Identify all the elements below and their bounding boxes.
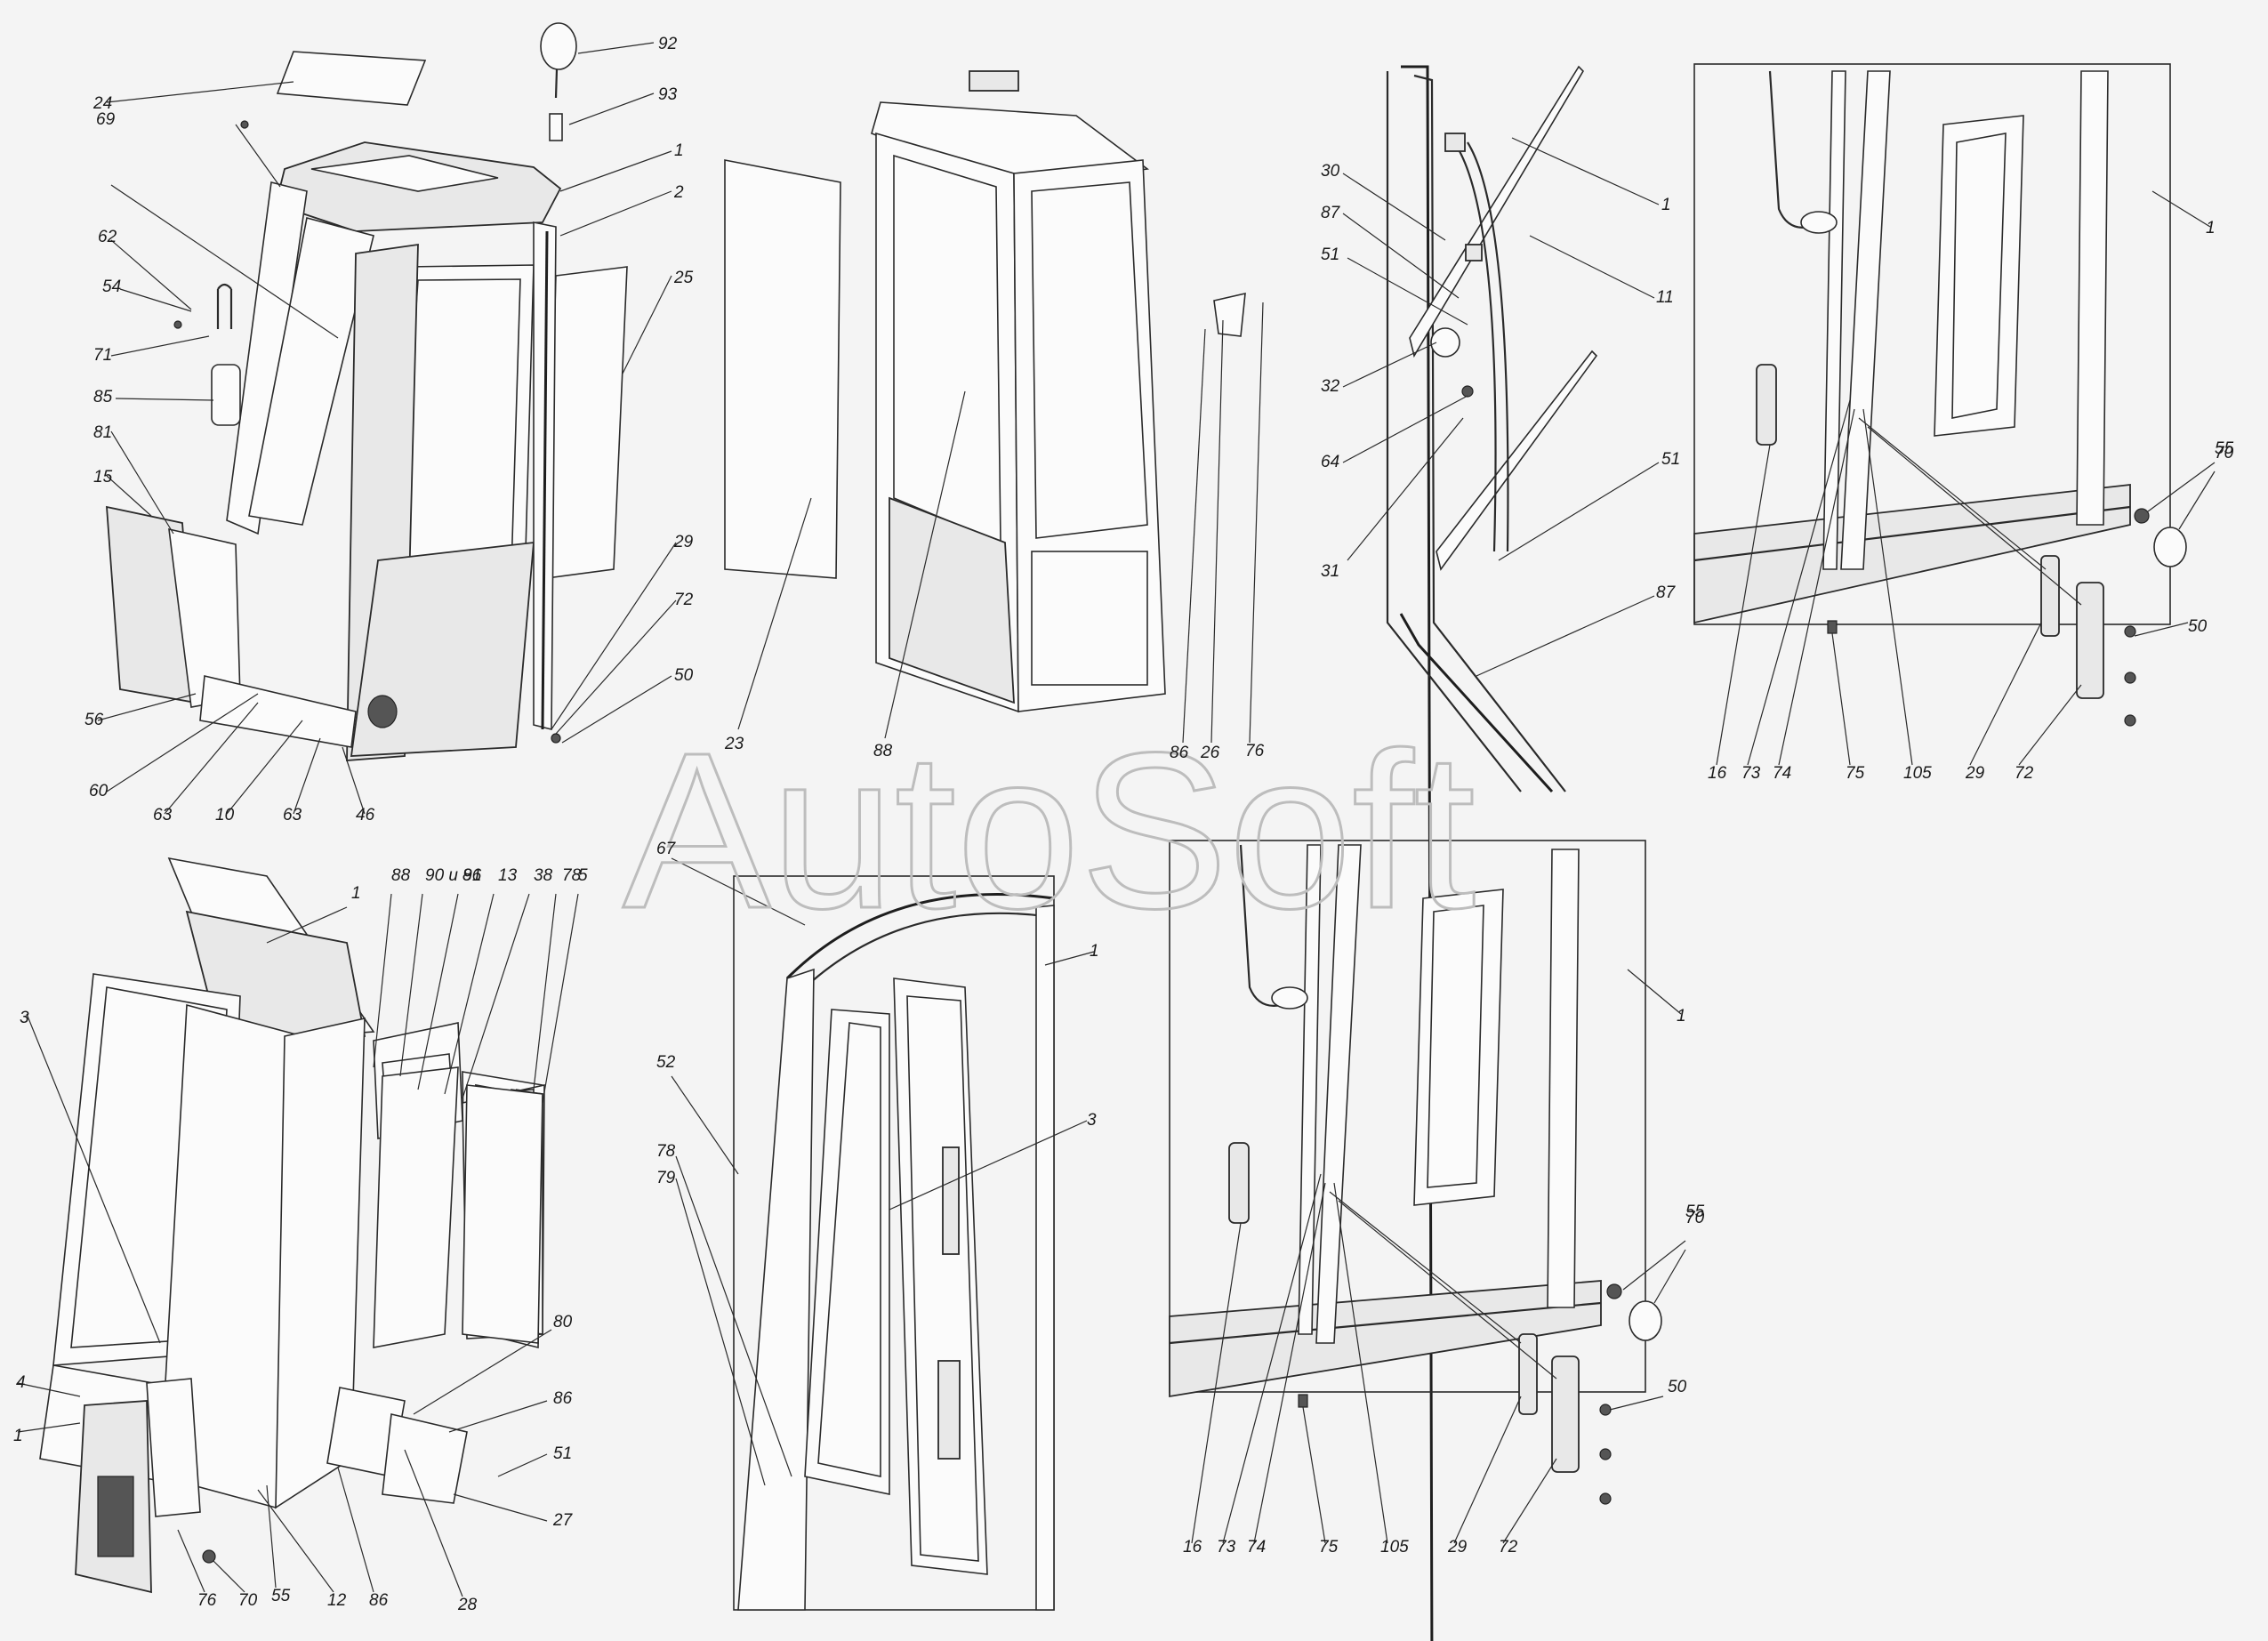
callout-label: 74 — [1247, 1538, 1266, 1557]
callout-label: 70 — [238, 1591, 258, 1610]
callout-label: 12 — [327, 1591, 347, 1610]
callout-label: 51 — [1661, 450, 1680, 469]
callout-label: 2 — [673, 183, 684, 202]
cab-side-exploded-view — [17, 857, 579, 1597]
cab-frame-rear-view — [724, 70, 1264, 744]
callout-label: 54 — [102, 278, 121, 296]
cab-front-exploded-view — [97, 22, 677, 815]
callout-label: 1 — [13, 1427, 23, 1445]
callout-label: 90 и 91 — [425, 866, 481, 885]
callout-label: 86 — [553, 1389, 573, 1408]
callout-label: 74 — [1773, 764, 1791, 783]
callout-label: 105 — [1903, 764, 1932, 783]
watermark-text: AutoSoft — [623, 706, 1476, 954]
callout-label: 1 — [674, 141, 684, 160]
callout-label: 86 — [369, 1591, 389, 1610]
callout-label: 50 — [2188, 617, 2208, 636]
callout-label: 64 — [1321, 453, 1339, 471]
callout-label: 73 — [1217, 1538, 1236, 1557]
callout-label: 88 — [873, 742, 893, 760]
callout-label: 1 — [1677, 1007, 1686, 1026]
callout-label: 62 — [98, 228, 117, 246]
callout-label: 30 — [1321, 162, 1340, 181]
callout-label: 76 — [197, 1591, 217, 1610]
callout-label: 28 — [457, 1596, 478, 1614]
callout-label: 1 — [1090, 942, 1099, 961]
door-lock-detail-b-view — [1169, 840, 1686, 1544]
callout-label: 75 — [1846, 764, 1865, 783]
callout-label: 46 — [356, 806, 375, 825]
callout-label: 38 — [534, 866, 553, 885]
callout-label: 1 — [2206, 219, 2216, 237]
callout-label: 5 — [578, 866, 588, 885]
callout-label: 105 — [1380, 1538, 1409, 1557]
callout-label: 81 — [93, 423, 112, 442]
callout-label: 4 — [16, 1373, 26, 1392]
callout-label: 11 — [1656, 288, 1674, 307]
callout-label: 16 — [1183, 1538, 1202, 1557]
callout-label: 80 — [553, 1313, 573, 1331]
callout-label: 72 — [674, 591, 694, 609]
callout-label: 55 — [1685, 1203, 1705, 1221]
callout-label: 51 — [553, 1444, 572, 1463]
callout-label: 73 — [1741, 764, 1761, 783]
callout-label: 78 — [562, 866, 582, 885]
callout-label: 85 — [93, 388, 113, 406]
callout-label: 70 — [2215, 444, 2234, 463]
callout-label: 71 — [93, 346, 112, 365]
callout-label: 78 — [656, 1142, 676, 1161]
callout-label: 31 — [1321, 562, 1339, 581]
callout-label: 92 — [658, 35, 678, 53]
callout-label: 69 — [96, 110, 116, 129]
callout-label: 60 — [89, 782, 109, 800]
callout-label: 76 — [1245, 742, 1265, 760]
callout-label: 10 — [215, 806, 235, 825]
callout-label: 29 — [1447, 1538, 1468, 1557]
callout-label: 29 — [673, 533, 694, 551]
door-hinge-detail-view — [1342, 65, 1660, 1641]
callout-label: 63 — [283, 806, 302, 825]
callout-label: 32 — [1321, 377, 1340, 396]
callout-label: 23 — [724, 735, 744, 753]
callout-label: 67 — [656, 840, 677, 858]
callout-label: 50 — [674, 666, 694, 685]
callout-label: 79 — [656, 1169, 676, 1187]
callout-label: 87 — [1656, 583, 1677, 602]
callout-label: 75 — [1319, 1538, 1339, 1557]
door-frame-detail-view — [671, 857, 1095, 1611]
callout-label: 13 — [498, 866, 518, 885]
door-lock-detail-a-view — [1693, 63, 2216, 766]
callout-label: 25 — [673, 269, 694, 287]
callout-label: 72 — [1499, 1538, 1518, 1557]
callout-label: 15 — [93, 468, 113, 487]
callout-label: 51 — [1321, 245, 1339, 264]
callout-label: 1 — [351, 884, 361, 903]
callout-label: 3 — [1087, 1111, 1097, 1130]
callout-label: 86 — [1170, 744, 1189, 762]
callout-label: 55 — [271, 1587, 291, 1605]
callout-label: 50 — [1668, 1378, 1687, 1396]
callout-label: 3 — [20, 1009, 29, 1027]
callout-label: 52 — [656, 1053, 676, 1072]
callout-label: 63 — [153, 806, 173, 825]
callout-label: 93 — [658, 85, 678, 104]
callout-label: 72 — [2015, 764, 2034, 783]
callout-label: 29 — [1965, 764, 1985, 783]
callout-label: 87 — [1321, 204, 1341, 222]
callout-label: 16 — [1708, 764, 1727, 783]
callout-label: 27 — [552, 1511, 574, 1530]
callout-label: 1 — [1661, 196, 1671, 214]
callout-label: 70 — [1685, 1209, 1705, 1227]
callout-label: 88 — [391, 866, 411, 885]
callout-label: 26 — [1200, 744, 1220, 762]
callout-label: 86 — [462, 866, 482, 885]
callout-label: 55 — [2215, 439, 2234, 458]
callout-label: 56 — [84, 711, 104, 729]
callout-label: 24 — [92, 94, 112, 113]
